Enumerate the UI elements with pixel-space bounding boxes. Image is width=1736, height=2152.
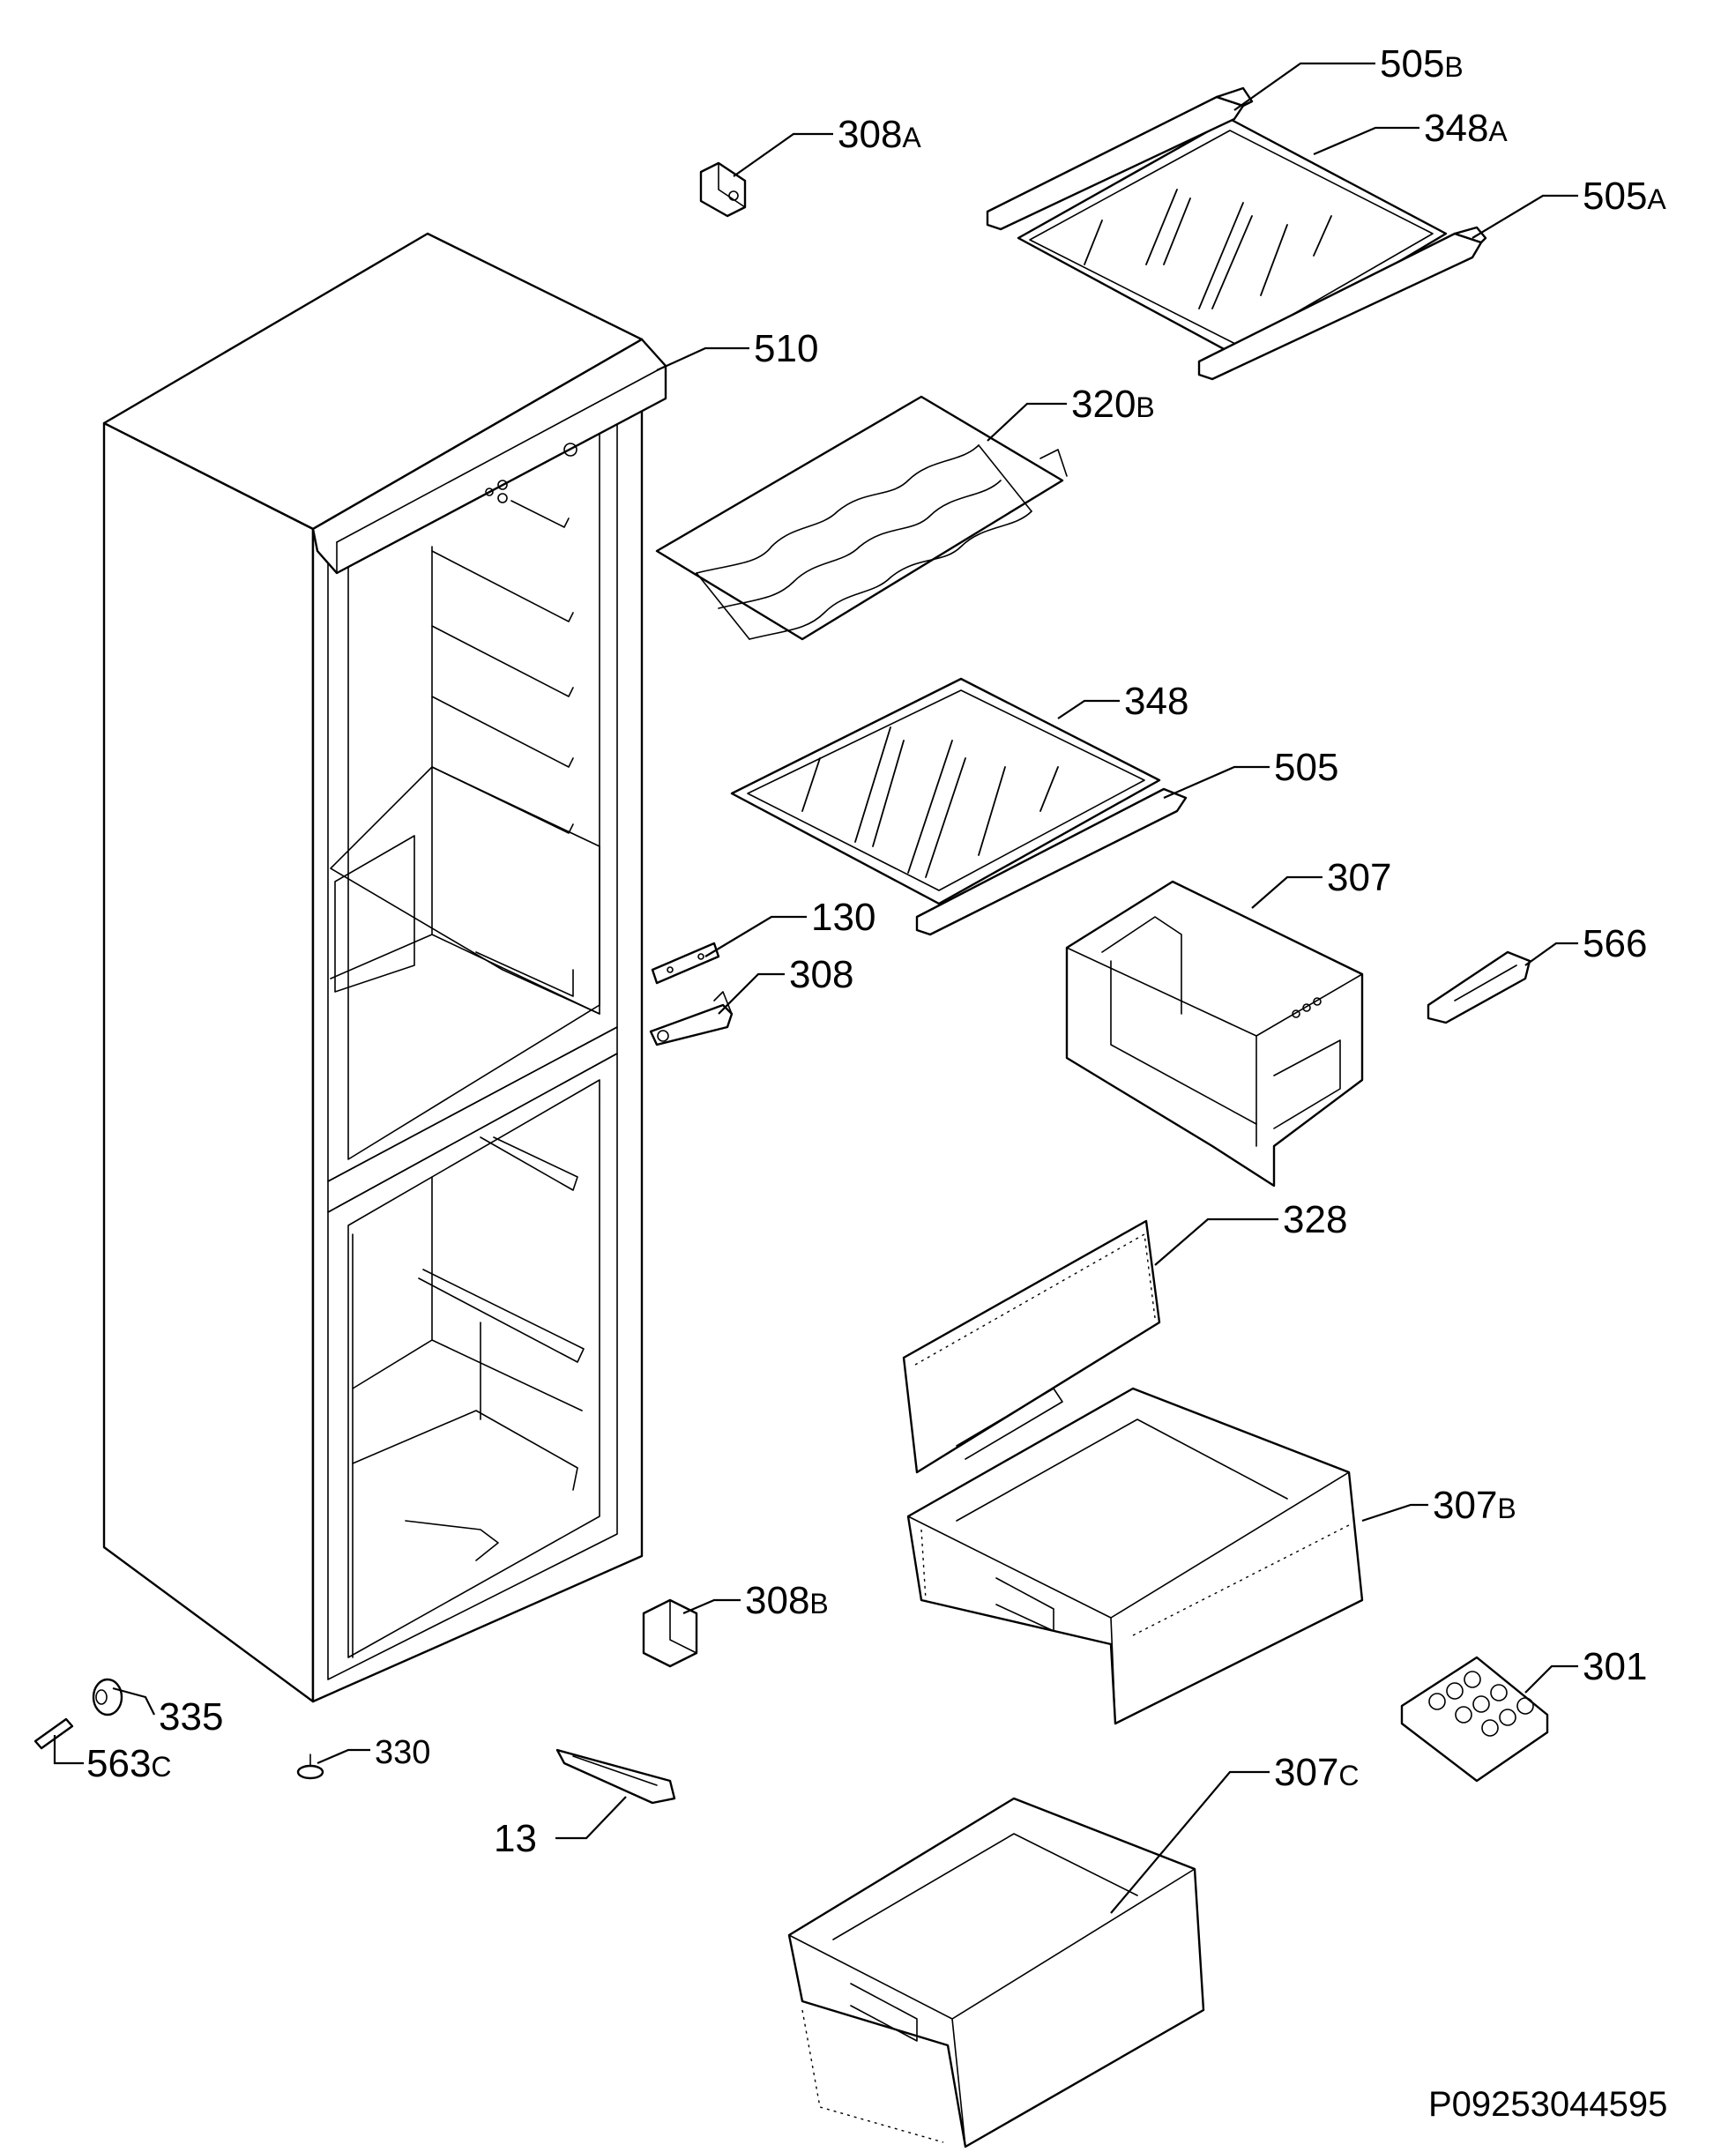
hinge-308	[649, 991, 734, 1046]
callout-labels: 308A 505B 348A 505A 510 320B 348 505 307…	[86, 42, 1666, 1860]
callout-348: 348	[1124, 680, 1188, 723]
leader-307b	[1361, 1503, 1428, 1523]
callout-130: 130	[811, 896, 875, 939]
leader-320b	[987, 402, 1067, 442]
roller-335	[92, 1678, 123, 1716]
callout-335: 335	[159, 1695, 223, 1739]
leader-563c	[53, 1735, 84, 1765]
leader-301	[1524, 1664, 1578, 1694]
pin-563c	[34, 1717, 74, 1750]
clip-566	[1427, 950, 1531, 1024]
callout-328: 328	[1283, 1198, 1347, 1241]
leader-505b	[1233, 62, 1375, 111]
leader-308	[718, 972, 785, 1015]
callout-308: 308	[789, 953, 853, 996]
shelf-trim-505a	[1197, 226, 1487, 381]
glass-shelf-348a	[1017, 117, 1448, 359]
callout-320b: 320B	[1071, 383, 1155, 426]
callout-505: 505	[1274, 746, 1338, 789]
callout-307: 307	[1327, 856, 1391, 899]
drawer-307c	[787, 1797, 1205, 2148]
glass-shelf-348	[730, 677, 1161, 905]
flap-328	[902, 1219, 1161, 1474]
leader-348a	[1313, 126, 1419, 156]
leader-566	[1524, 942, 1578, 966]
leader-308b	[682, 1598, 741, 1615]
hinge-cover-130	[651, 942, 720, 985]
callout-510: 510	[754, 327, 818, 370]
leader-510	[656, 346, 749, 372]
callout-307b: 307B	[1433, 1484, 1516, 1527]
drawer-307b	[906, 1387, 1364, 1725]
hinge-13	[555, 1748, 676, 1805]
leader-328	[1154, 1217, 1278, 1266]
callout-330: 330	[375, 1734, 430, 1771]
callout-308a: 308A	[838, 113, 921, 156]
hinge-308b	[642, 1598, 698, 1668]
document-code: P09253044595	[1428, 2085, 1667, 2124]
leader-308a	[733, 132, 833, 177]
wire-rack-320b	[655, 395, 1068, 641]
leader-330	[317, 1748, 370, 1765]
foot-330	[296, 1754, 324, 1780]
callout-308b: 308B	[745, 1579, 829, 1622]
leader-307c	[1110, 1770, 1270, 1914]
leader-13	[555, 1796, 627, 1840]
leader-130	[704, 915, 807, 957]
hinge-308a	[699, 161, 747, 218]
callout-566: 566	[1583, 922, 1647, 965]
callout-301: 301	[1583, 1645, 1647, 1688]
drawer-307	[1065, 880, 1364, 1188]
ice-tray-301	[1400, 1656, 1549, 1783]
leader-505	[1163, 765, 1270, 800]
leader-lines	[53, 62, 1578, 1914]
callout-307c: 307C	[1274, 1751, 1360, 1794]
leader-335	[112, 1687, 155, 1716]
shelf-trim-505	[915, 787, 1188, 936]
leader-505a	[1472, 194, 1578, 239]
callout-13: 13	[494, 1817, 537, 1860]
cabinet	[102, 232, 667, 1703]
callout-505a: 505A	[1583, 175, 1666, 218]
callout-348a: 348A	[1424, 107, 1508, 150]
leader-307	[1251, 875, 1322, 909]
leader-348	[1057, 699, 1120, 719]
callout-563c: 563C	[86, 1742, 172, 1785]
shelf-trim-505b	[986, 86, 1254, 231]
callout-505b: 505B	[1380, 42, 1464, 86]
